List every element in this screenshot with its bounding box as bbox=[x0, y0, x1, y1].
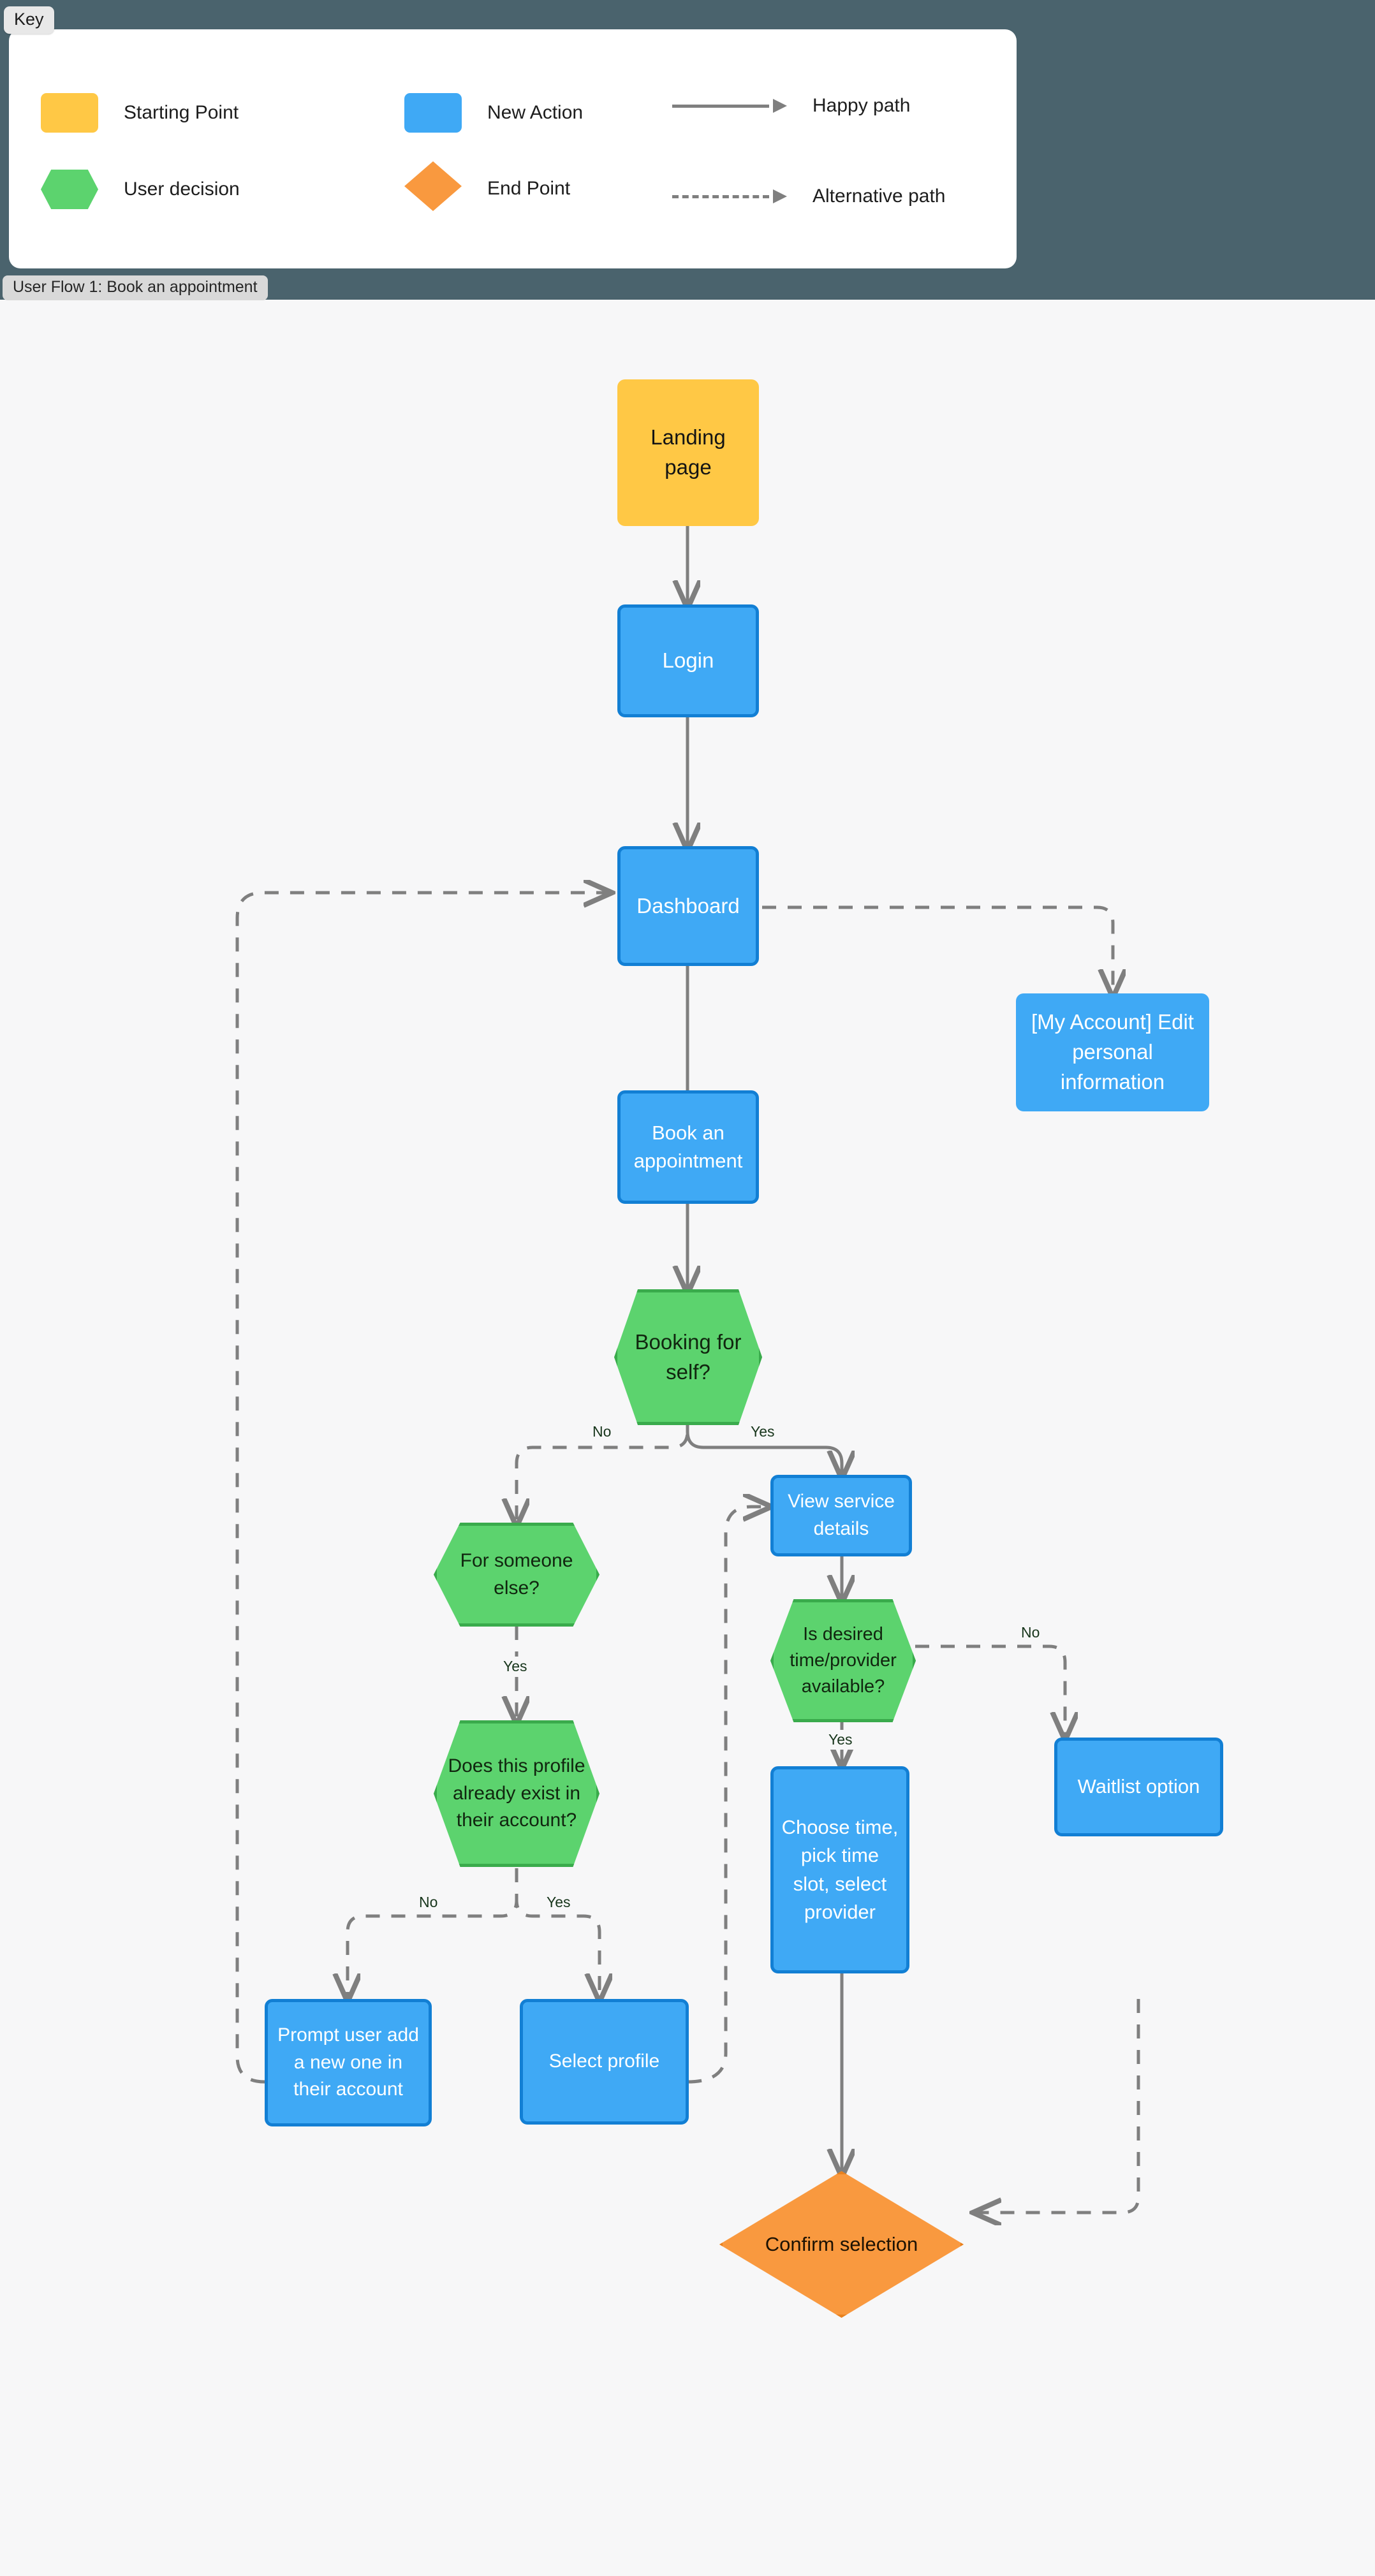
edge-label-self-no: No bbox=[587, 1422, 617, 1442]
edge-profile-no-to-prompt bbox=[348, 1868, 518, 1999]
edge-label-someoneelse-yes: Yes bbox=[497, 1657, 533, 1676]
edge-label-profile-yes: Yes bbox=[541, 1892, 577, 1912]
edge-label-available-yes: Yes bbox=[823, 1730, 858, 1750]
node-confirm-selection[interactable]: Confirm selection bbox=[719, 2171, 964, 2318]
legend-label-end-point: End Point bbox=[487, 178, 571, 199]
edge-label-profile-no: No bbox=[413, 1892, 444, 1912]
flow-title-tab[interactable]: User Flow 1: Book an appointment bbox=[3, 275, 268, 300]
legend-label-starting-point: Starting Point bbox=[124, 102, 239, 123]
legend-item-user-decision: User decision bbox=[41, 170, 240, 209]
legend-grid: Starting Point New Action Happy path Use… bbox=[9, 29, 1017, 268]
flow-canvas: Landing page Login Dashboard [My Account… bbox=[0, 300, 1375, 2576]
legend-item-new-action: New Action bbox=[404, 93, 583, 133]
happy-path-arrow-icon bbox=[672, 98, 787, 114]
node-waitlist-option[interactable]: Waitlist option bbox=[1054, 1738, 1223, 1836]
legend-item-happy-path: Happy path bbox=[672, 95, 910, 117]
legend-item-starting-point: Starting Point bbox=[41, 93, 239, 133]
legend-label-happy-path: Happy path bbox=[812, 95, 911, 116]
alternative-path-arrow-icon bbox=[672, 188, 787, 205]
legend-item-end-point: End Point bbox=[404, 161, 571, 211]
edge-label-available-no: No bbox=[1015, 1623, 1046, 1643]
legend-label-new-action: New Action bbox=[487, 102, 584, 123]
legend-panel: Starting Point New Action Happy path Use… bbox=[9, 29, 1017, 268]
edge-profile-yes-to-select bbox=[515, 1868, 599, 1999]
end-point-swatch-icon bbox=[404, 161, 462, 211]
edge-available-no-to-waitlist bbox=[915, 1644, 1065, 1738]
node-dashboard[interactable]: Dashboard bbox=[617, 846, 759, 966]
edge-waitlist-to-confirm bbox=[976, 1999, 1140, 2213]
edge-dashboard-to-myaccount bbox=[762, 905, 1113, 995]
legend-item-alternative-path: Alternative path bbox=[672, 186, 945, 207]
key-tab[interactable]: Key bbox=[4, 6, 54, 34]
node-profile-exists[interactable]: Does this profile already exist in their… bbox=[434, 1720, 599, 1867]
node-book-appointment[interactable]: Book an appointment bbox=[617, 1090, 759, 1204]
edge-select-to-viewservice bbox=[687, 1507, 768, 2084]
node-time-available[interactable]: Is desired time/provider available? bbox=[770, 1599, 916, 1722]
node-my-account[interactable]: [My Account] Edit personal information bbox=[1016, 993, 1209, 1111]
node-booking-for-self[interactable]: Booking for self? bbox=[614, 1289, 762, 1425]
legend-label-alternative-path: Alternative path bbox=[812, 186, 946, 207]
legend-label-user-decision: User decision bbox=[124, 179, 240, 200]
starting-point-swatch-icon bbox=[41, 93, 98, 133]
node-choose-time[interactable]: Choose time, pick time slot, select prov… bbox=[770, 1766, 909, 1973]
node-for-someone-else[interactable]: For someone else? bbox=[434, 1523, 599, 1627]
node-login[interactable]: Login bbox=[617, 604, 759, 717]
new-action-swatch-icon bbox=[404, 93, 462, 133]
node-view-service-details[interactable]: View service details bbox=[770, 1475, 912, 1556]
node-prompt-add-profile[interactable]: Prompt user add a new one in their accou… bbox=[265, 1999, 432, 2126]
node-landing-page[interactable]: Landing page bbox=[617, 379, 759, 526]
user-decision-swatch-icon bbox=[41, 170, 98, 209]
node-select-profile[interactable]: Select profile bbox=[520, 1999, 689, 2125]
edge-label-self-yes: Yes bbox=[745, 1422, 781, 1442]
